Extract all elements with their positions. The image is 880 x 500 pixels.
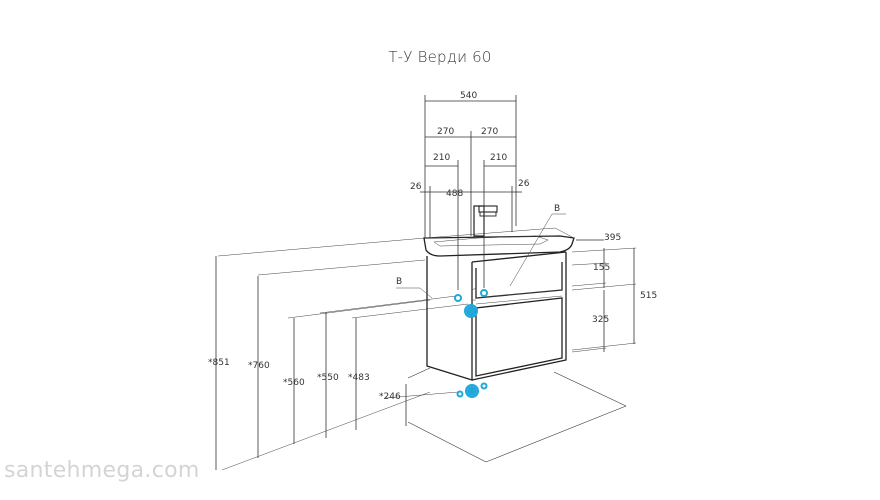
label-cabinet-height: 515 — [640, 291, 657, 301]
connector-points — [454, 289, 488, 398]
label-height-483: *483 — [348, 373, 370, 383]
right-dimensions — [576, 239, 635, 352]
label-offset-right: 210 — [490, 153, 507, 163]
label-drawer-height: 155 — [593, 263, 610, 273]
watermark-text: santehmega.com — [4, 458, 200, 483]
label-offset-left: 210 — [433, 153, 450, 163]
label-bottom-section: 325 — [592, 315, 609, 325]
label-margin-right: 26 — [518, 179, 530, 189]
label-half-width-right: 270 — [481, 127, 498, 137]
label-margin-left: 26 — [410, 182, 422, 192]
label-half-width-left: 270 — [437, 127, 454, 137]
cabinet-body — [426, 251, 567, 381]
label-marker-b-left: B — [396, 277, 402, 287]
left-dimensions — [215, 256, 407, 470]
label-height-851: *851 — [208, 358, 230, 368]
label-depth: 395 — [604, 233, 621, 243]
label-height-550: *550 — [317, 373, 339, 383]
label-height-246: *246 — [379, 392, 401, 402]
floor-outline — [407, 367, 627, 463]
label-overall-width: 540 — [460, 91, 477, 101]
top-dimensions — [420, 95, 522, 290]
label-height-560: *560 — [283, 378, 305, 388]
faucet-icon — [473, 205, 498, 237]
label-inner-width: 488 — [446, 189, 463, 199]
b-marker-leaders — [396, 213, 566, 299]
label-height-760: *760 — [248, 361, 270, 371]
diagram-title: Т-У Верди 60 — [388, 48, 492, 66]
label-marker-b-right: B — [554, 204, 560, 214]
washbasin — [423, 227, 575, 257]
